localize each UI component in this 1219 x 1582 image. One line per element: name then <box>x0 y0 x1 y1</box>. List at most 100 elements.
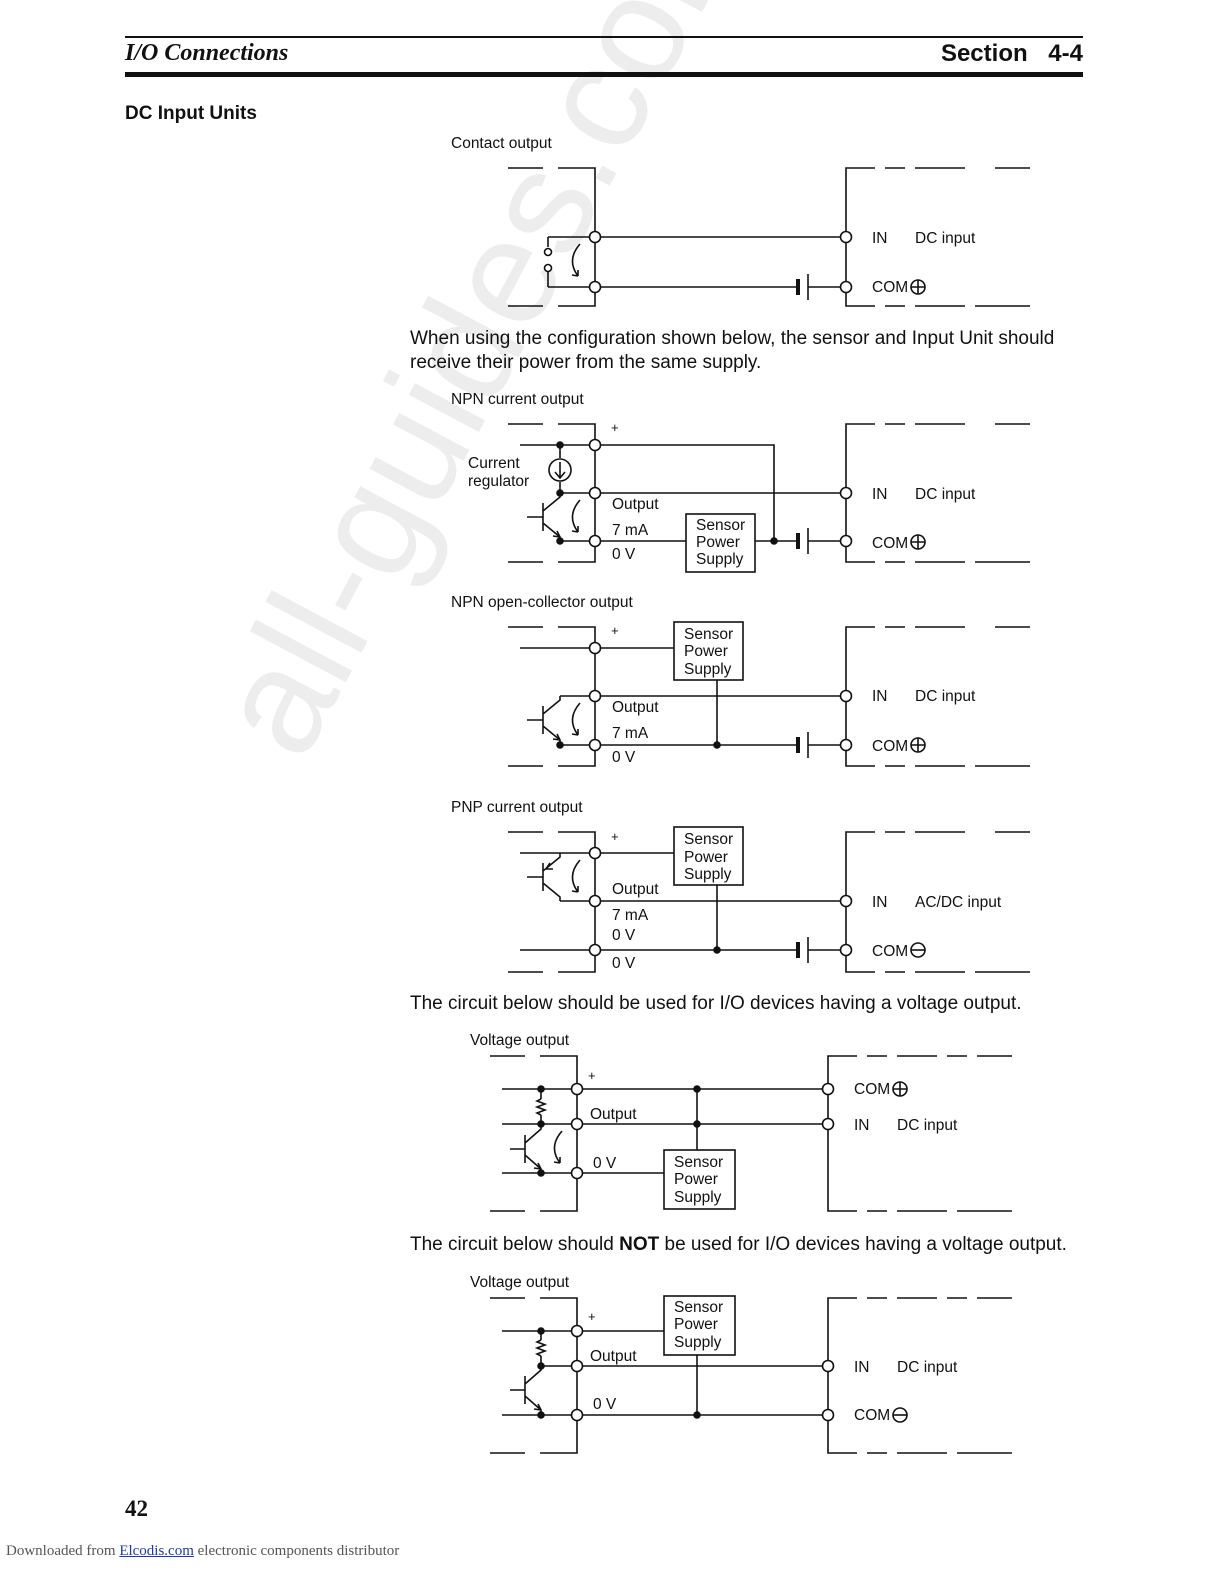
terminal <box>588 230 602 244</box>
label-current: 7 mA <box>612 522 649 539</box>
label-output: Output <box>612 496 659 513</box>
junction-dot <box>693 1085 701 1093</box>
label-sps: Power <box>674 1316 718 1333</box>
label-plus: + <box>611 623 619 638</box>
junction-dot <box>537 1327 545 1335</box>
label-com: COM <box>854 1407 890 1424</box>
label-0v: 0 V <box>612 927 636 944</box>
terminal <box>839 689 853 703</box>
terminal <box>839 486 853 500</box>
paragraph-same-supply: When using the configuration shown below… <box>410 328 1055 373</box>
label-input-type: DC input <box>915 688 976 705</box>
plus-circle-icon <box>911 535 925 549</box>
diagram-title: Contact output <box>451 135 553 152</box>
terminal <box>821 1359 835 1373</box>
label-plus: + <box>588 1309 596 1324</box>
transistor-icon <box>545 862 553 870</box>
light-arrow-icon <box>571 499 581 533</box>
header-rule-thick <box>125 72 1083 77</box>
terminal <box>839 230 853 244</box>
terminal <box>839 534 853 548</box>
diagram-title: PNP current output <box>451 799 583 816</box>
sensor-bracket <box>490 1297 578 1454</box>
terminal <box>570 1082 584 1096</box>
label-0v: 0 V <box>612 749 636 766</box>
diagram-title: Voltage output <box>470 1032 570 1049</box>
sensor-power-supply-box <box>673 621 744 681</box>
junction-dot <box>770 537 778 545</box>
sensor-power-supply-box <box>673 826 744 886</box>
junction-dot <box>556 489 564 497</box>
junction-dot <box>537 1169 545 1177</box>
sensor-power-supply-box <box>663 1149 736 1210</box>
label-sps: Supply <box>696 551 744 568</box>
current-regulator-icon <box>554 462 566 480</box>
junction-dot <box>537 1085 545 1093</box>
label-sps: Sensor <box>696 517 745 534</box>
label-0v: 0 V <box>612 955 636 972</box>
sensor-power-supply-box <box>685 513 756 573</box>
label-output: Output <box>612 699 659 716</box>
label-0v: 0 V <box>593 1396 617 1413</box>
label-input-type: DC input <box>897 1117 958 1134</box>
transistor-icon <box>510 1124 542 1173</box>
resistor-icon <box>534 1339 548 1357</box>
light-arrow-icon <box>571 702 581 736</box>
label-sps: Supply <box>674 1189 722 1206</box>
label-in: IN <box>854 1117 870 1134</box>
diagram-voltage-output-ok: Voltage output + Output 0 V Sensor Power… <box>470 1032 1012 1212</box>
emphasis-not: NOT <box>619 1234 660 1255</box>
section-heading: DC Input Units <box>125 103 257 124</box>
label-com: COM <box>872 738 908 755</box>
label-output: Output <box>612 881 659 898</box>
junction-dot <box>537 1120 545 1128</box>
label-plus: + <box>588 1068 596 1083</box>
elcodis-link[interactable]: Elcodis.com <box>119 1543 194 1559</box>
transistor-icon <box>527 696 561 745</box>
label-current: 7 mA <box>612 725 649 742</box>
label-in: IN <box>872 486 888 503</box>
label-sps: Sensor <box>684 831 733 848</box>
terminal <box>839 943 853 957</box>
label-input-type: DC input <box>915 230 976 247</box>
download-footer: Downloaded from Elcodis.com electronic c… <box>6 1543 400 1559</box>
terminal <box>839 894 853 908</box>
label-input-type: DC input <box>897 1359 958 1376</box>
transistor-icon <box>552 530 561 538</box>
junction-dot <box>556 741 564 749</box>
label-sps: Sensor <box>674 1154 723 1171</box>
header-rule-top <box>125 36 1083 38</box>
running-header-section: Section 4-4 <box>940 40 1083 67</box>
light-arrow-icon <box>571 859 581 893</box>
label-in: IN <box>872 230 888 247</box>
diagram-npn-current-output: NPN current output + Current regulator O… <box>451 391 1030 573</box>
junction-dot <box>713 946 721 954</box>
terminal <box>588 641 602 655</box>
light-arrow-icon <box>553 1130 563 1164</box>
sensor-power-supply-box <box>663 1295 736 1356</box>
junction-dot <box>537 1362 545 1370</box>
terminal <box>588 894 602 908</box>
running-header-title: I/O Connections <box>125 40 289 66</box>
junction-dot <box>537 1411 545 1419</box>
plus-circle-icon <box>911 738 925 752</box>
label-sps: Sensor <box>674 1299 723 1316</box>
label-plus: + <box>611 420 619 435</box>
contact-terminal <box>543 263 553 273</box>
transistor-icon <box>552 733 561 741</box>
label-regulator: Current <box>468 455 520 472</box>
label-in: IN <box>872 688 888 705</box>
terminal <box>570 1408 584 1422</box>
label-plus: + <box>611 829 619 844</box>
contact-arrow <box>571 243 581 277</box>
input-unit-bracket <box>827 1055 1012 1212</box>
junction-dot <box>693 1120 701 1128</box>
terminal <box>588 738 602 752</box>
terminal <box>588 534 602 548</box>
label-in: IN <box>854 1359 870 1376</box>
label-sps: Power <box>674 1171 718 1188</box>
diagram-title: NPN current output <box>451 391 584 408</box>
terminal <box>588 943 602 957</box>
label-regulator: regulator <box>468 473 529 490</box>
sensor-bracket <box>490 1055 578 1212</box>
